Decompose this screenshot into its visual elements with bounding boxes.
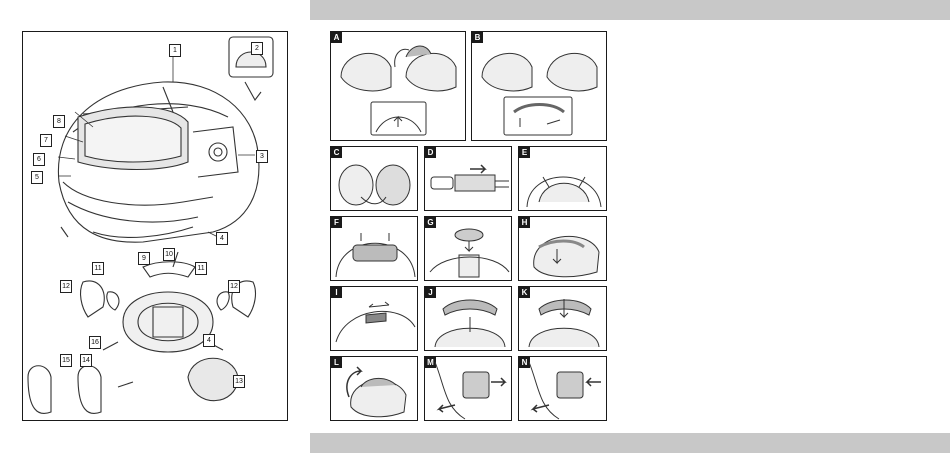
- panel-drawing: [519, 357, 608, 422]
- callout-label: 10: [163, 248, 175, 261]
- callout-label: 12: [60, 280, 72, 293]
- step-panel-i: I: [330, 286, 418, 351]
- footer-band: [310, 433, 950, 453]
- panel-drawing: [519, 147, 608, 212]
- callout-label: 16: [89, 336, 101, 349]
- step-panel-f: F: [330, 216, 418, 281]
- step-panel-d: D: [424, 146, 512, 211]
- panel-drawing: [331, 357, 419, 422]
- step-panel-e: E: [518, 146, 607, 211]
- callout-label: 4: [216, 232, 228, 245]
- panel-drawing: [331, 147, 419, 212]
- step-panel-m: M: [424, 356, 512, 421]
- callout-label: 11: [92, 262, 104, 275]
- callout-label: 9: [138, 252, 150, 265]
- step-panel-c: C: [330, 146, 418, 211]
- callout-label: 3: [256, 150, 268, 163]
- panel-drawing: [425, 357, 513, 422]
- panel-drawing: [519, 287, 608, 352]
- callout-label: 8: [53, 115, 65, 128]
- header-band: [310, 0, 950, 20]
- step-panel-n: N: [518, 356, 607, 421]
- callout-label: 14: [80, 354, 92, 367]
- callout-label: 15: [60, 354, 72, 367]
- step-panel-g: G: [424, 216, 512, 281]
- callout-label: 4: [203, 334, 215, 347]
- panel-drawing: [472, 32, 608, 142]
- callout-label: 1: [169, 44, 181, 57]
- panel-drawing: [331, 287, 419, 352]
- step-panel-j: J: [424, 286, 512, 351]
- callout-label: 6: [33, 153, 45, 166]
- callout-label: 11: [195, 262, 207, 275]
- panel-drawing: [331, 32, 467, 142]
- panel-drawing: [331, 217, 419, 282]
- panel-drawing: [425, 147, 513, 212]
- callout-label: 5: [31, 171, 43, 184]
- helmet-overview-figure: 1 2 3 4 5 6 7 8 9 10 11 11 12 12 4 16 15…: [22, 31, 288, 421]
- step-panel-h: H: [518, 216, 607, 281]
- step-panel-l: L: [330, 356, 418, 421]
- callout-label: 7: [40, 134, 52, 147]
- step-panel-k: K: [518, 286, 607, 351]
- panel-drawing: [425, 217, 513, 282]
- callout-label: 13: [233, 375, 245, 388]
- step-panel-a: A: [330, 31, 466, 141]
- step-panel-b: B: [471, 31, 607, 141]
- callout-label: 12: [228, 280, 240, 293]
- panel-drawing: [425, 287, 513, 352]
- callout-label: 2: [251, 42, 263, 55]
- panel-drawing: [519, 217, 608, 282]
